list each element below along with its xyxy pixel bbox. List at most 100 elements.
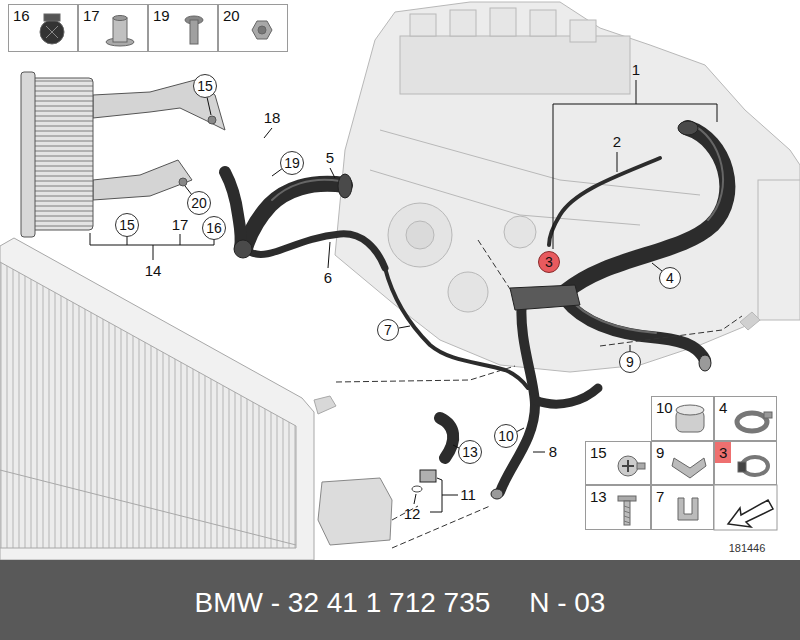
dashed-route [478,240,512,292]
leader-line [516,428,524,432]
leader-line [430,478,458,512]
part-number-caption: BMW - 32 41 1 712 735 N - 03 [0,583,800,623]
dashed-route [336,240,742,548]
part-icon [258,26,266,34]
dashed-route [600,316,742,346]
legend-cell: 16 [8,4,78,52]
part-icon [618,496,636,501]
callout-number: 6 [324,269,332,286]
legend-cell: 15 [585,441,651,485]
circle-outline [378,320,399,341]
part-icon [252,21,272,39]
circle-outline [194,75,217,98]
circle-outline [459,441,482,464]
callout-circle: 7 [377,319,399,341]
callout-number: 4 [715,397,731,418]
legend-cell: 4 [714,396,777,441]
coolant-hose [250,234,385,268]
callout-circle: 16 [202,216,226,240]
legend-cell: 10 [651,396,714,441]
part-icon [738,462,746,472]
callout-number: 18 [264,109,281,126]
leader-line [399,326,410,328]
oil-cooler [179,178,187,186]
hose-fitting [699,355,711,371]
coolant-hose [225,172,241,248]
hose-fitting [678,121,698,135]
oil-cooler [208,116,216,124]
circle-outline [495,425,518,448]
legend-cell: 13 [585,485,651,530]
callout-number: 16 [202,216,226,240]
leader-line [652,263,662,271]
circle-outline [188,192,211,215]
hose-highlight [272,180,340,200]
callout-circle: 13 [458,440,482,464]
callout-number: 17 [172,216,189,233]
circle-outline [203,217,226,240]
coolant-hose [500,300,535,492]
callout-number: 15 [193,74,217,98]
engine-block [400,36,630,94]
part-icon [190,20,198,44]
callout-number: 10 [652,397,677,418]
callout-number: 13 [458,440,482,464]
callout-circle: 15 [193,74,217,98]
callout-number: 9 [652,442,668,463]
coolant-hose [385,268,528,388]
part-icon [672,458,706,478]
leader-line [90,80,717,512]
engine-block [504,216,536,248]
callout-number: 19 [280,151,304,175]
engine-block [450,10,476,36]
radiator [0,262,296,548]
radiator [0,238,314,560]
legend-cell: 3 [714,441,777,485]
callout-number: 20 [187,191,211,215]
leader-line [264,128,272,138]
callout-number: 4 [659,267,681,289]
leader-line [272,168,283,176]
leader-line [414,494,416,504]
legend-cell: 20 [218,4,288,52]
callout-number: 7 [377,319,399,341]
part-icon [624,506,630,523]
part-icon [113,16,127,21]
callout-number: 8 [549,443,557,460]
callout-number: 15 [586,442,611,463]
engine-block [530,10,556,36]
coolant-hose [549,158,660,245]
callout-number: 20 [219,5,244,26]
dashed-route [336,366,515,382]
part-icon [728,500,773,527]
oil-cooler [21,72,225,237]
hose-fitting [318,478,392,545]
leader-line [328,242,330,268]
engine-block [758,180,800,320]
engine-block [410,14,436,36]
leader-line [90,233,214,260]
leader-line [630,345,631,351]
part-icon [624,501,630,525]
part-icon [618,456,638,476]
engine-block [570,20,596,42]
part-icon [40,20,64,44]
hose-fitting [420,470,436,482]
callout-number: 16 [9,5,34,26]
engine-block [388,203,452,267]
circle-outline [281,152,304,175]
radiator [0,470,296,545]
coolant-hose [440,418,453,458]
coolant-hose [565,128,727,292]
callout-number: 181446 [729,542,766,555]
hose-fitting [491,489,503,499]
part-icon [676,405,704,415]
engine-block [406,221,434,249]
legend-cell: 17 [78,4,148,52]
leader-line [330,168,335,178]
callout-number: 15 [115,213,139,237]
callout-circle: 9 [619,351,641,373]
circle-outline [620,352,641,373]
